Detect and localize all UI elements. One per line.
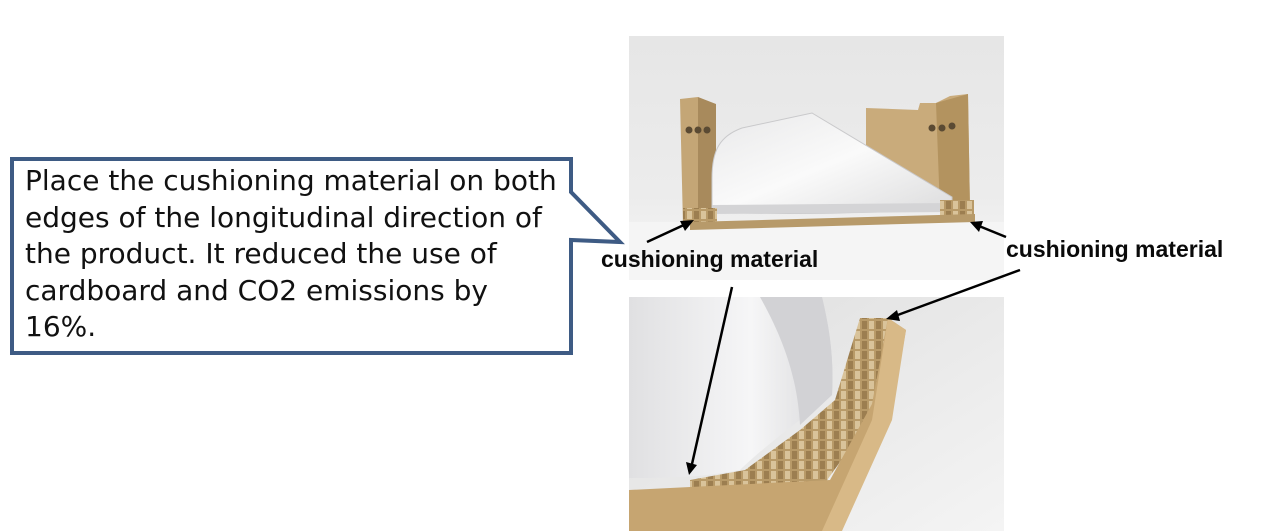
- photo-top: [629, 36, 1004, 280]
- arrow-left-bottom: [686, 286, 734, 475]
- arrow-right-top: [970, 221, 1007, 239]
- arrow-right-bottom: [886, 268, 1021, 321]
- cushion-stack: [690, 318, 892, 500]
- cushion-right: [940, 200, 974, 218]
- arrow-left-top: [646, 220, 694, 244]
- cardboard-box: [629, 318, 906, 531]
- cushioning-label-right: cushioning material: [1006, 236, 1224, 262]
- cushioning-label-left: cushioning material: [601, 246, 819, 272]
- photo-bottom: [629, 297, 1004, 531]
- callout-box: [10, 157, 625, 355]
- product-side-view: [629, 297, 833, 478]
- callout-text: Place the cushioning material on both ed…: [25, 164, 557, 343]
